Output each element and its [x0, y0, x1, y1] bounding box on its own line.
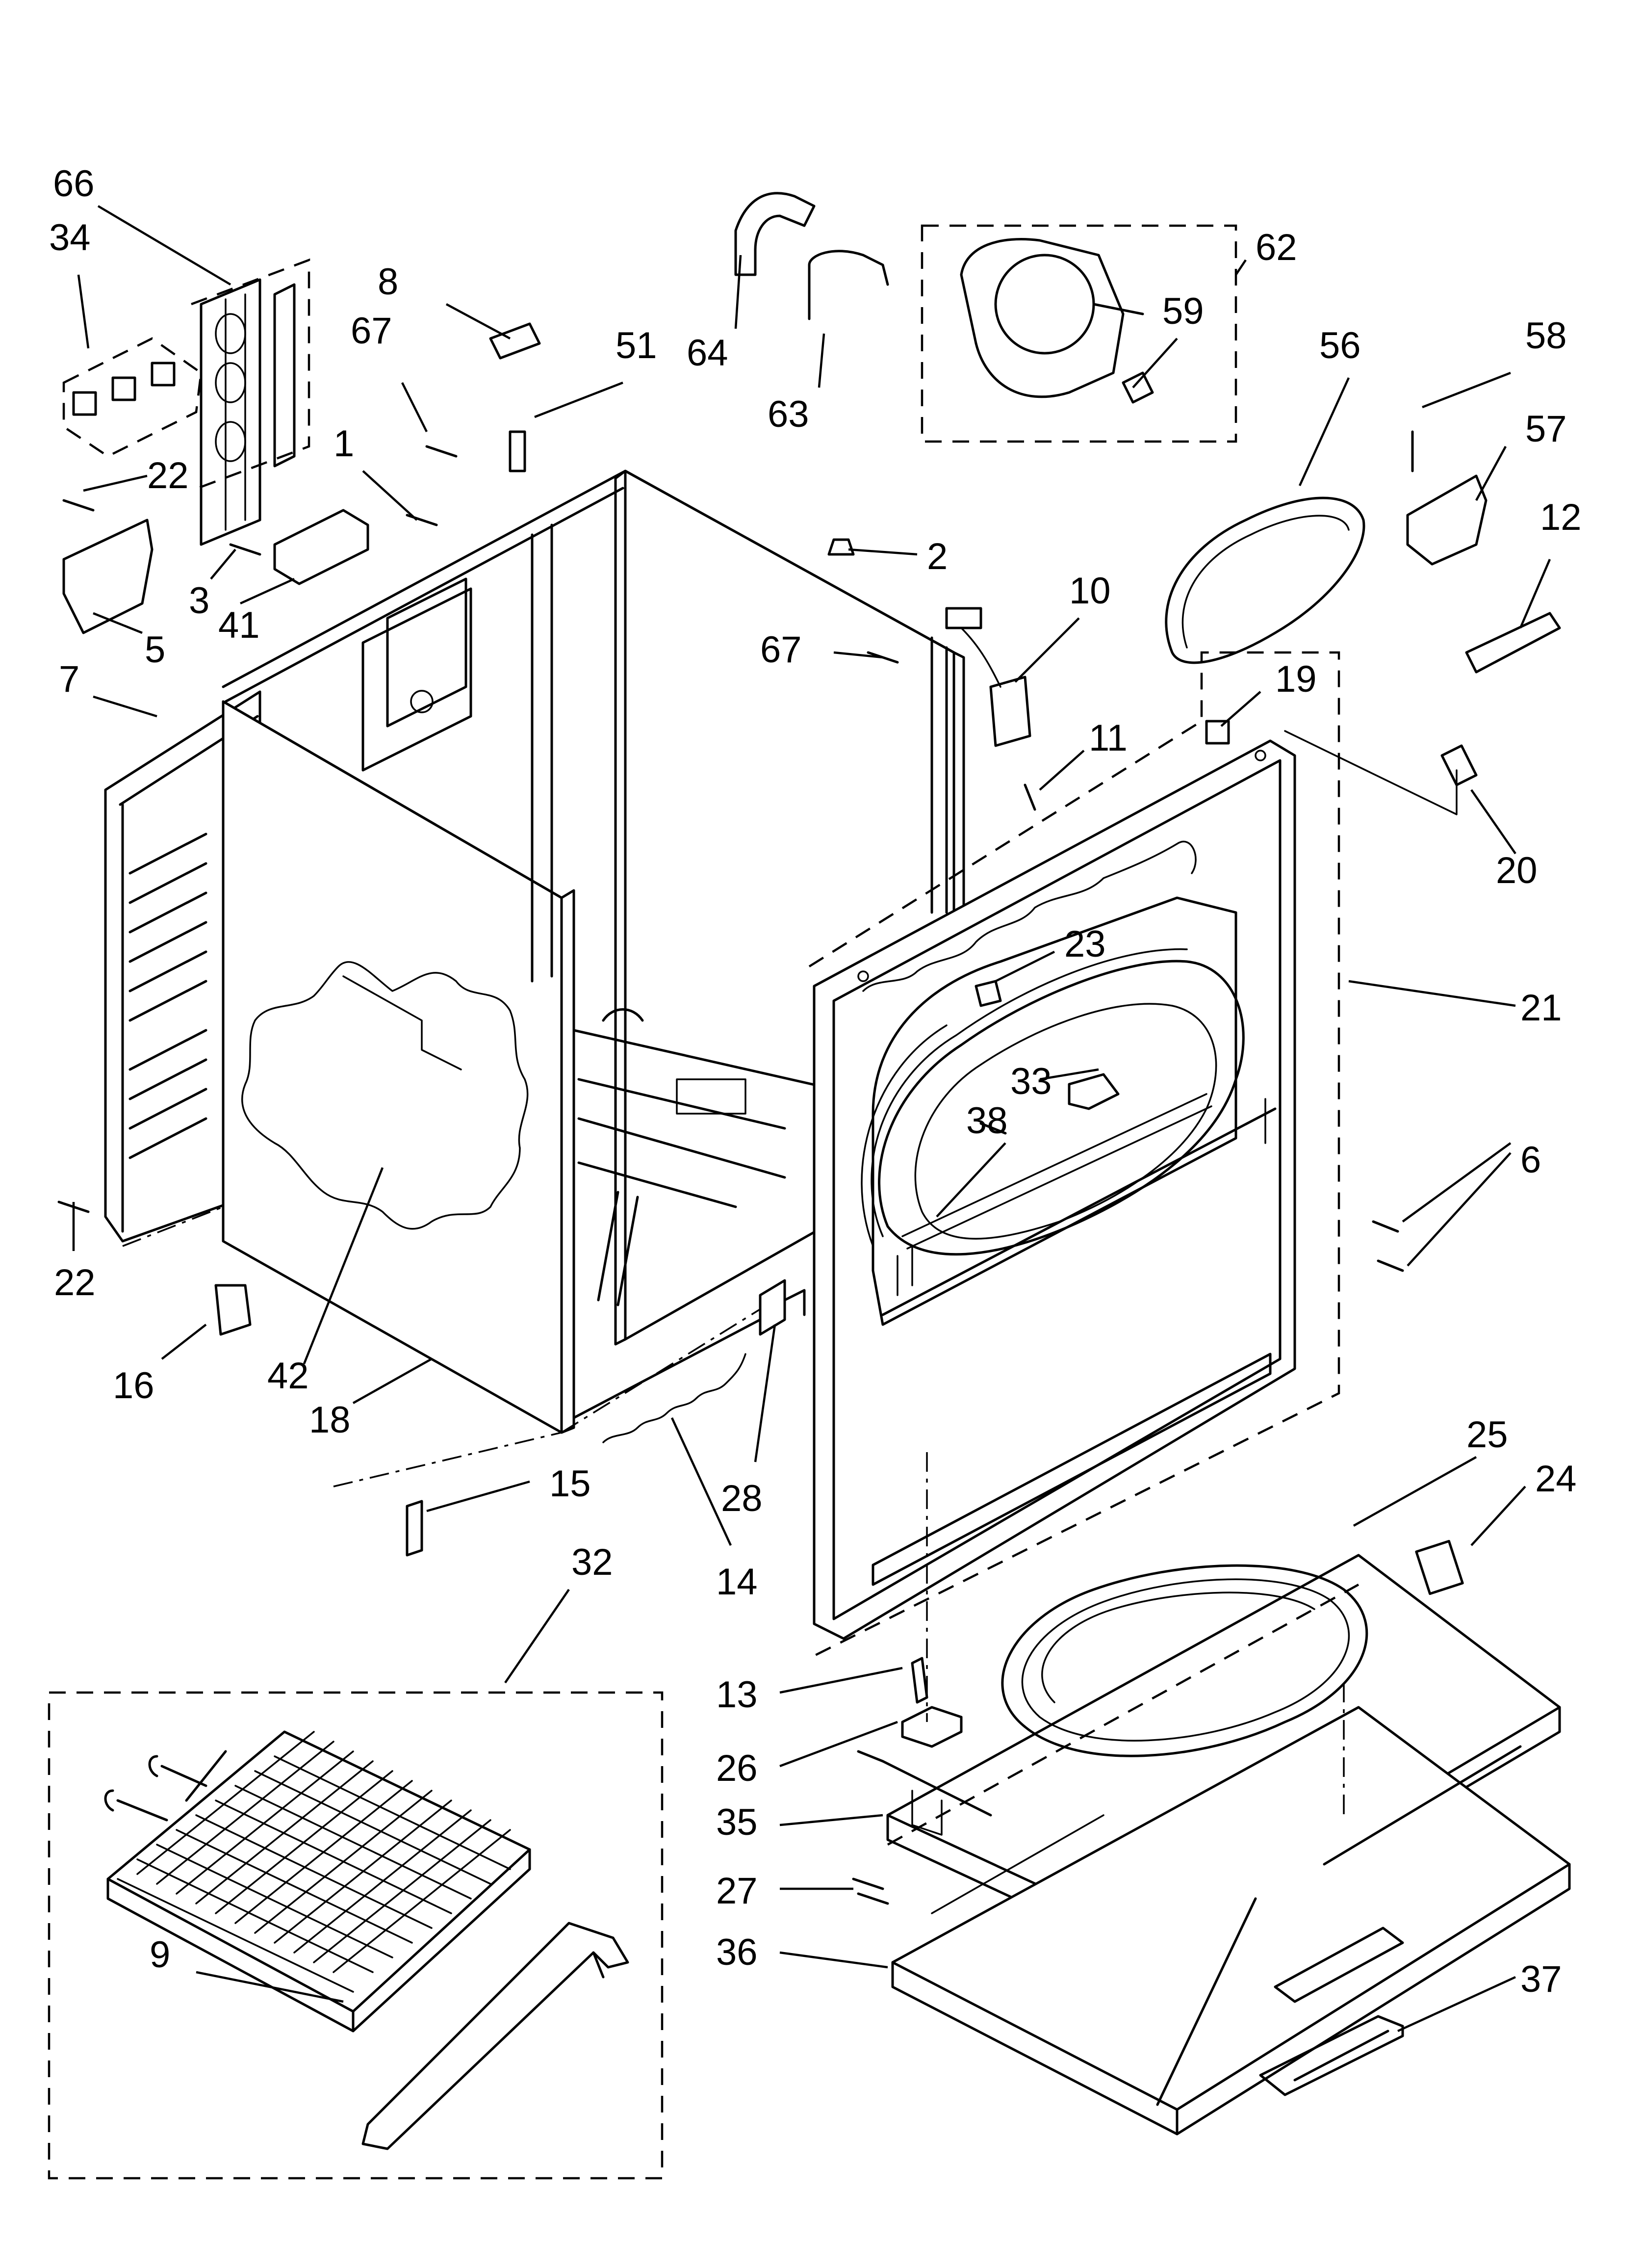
callout-51: 51: [616, 325, 657, 366]
callout-6: 6: [1520, 1139, 1541, 1181]
front-panel-assembly: [808, 651, 1340, 1660]
leader-lines: [72, 205, 1551, 2033]
callout-8: 8: [378, 261, 398, 303]
callout-23: 23: [1064, 923, 1106, 965]
callout-27: 27: [716, 1870, 758, 1912]
callout-67b: 67: [760, 629, 802, 671]
callout-19: 19: [1275, 658, 1317, 700]
callout-32: 32: [571, 1541, 613, 1583]
heater-assembly: [48, 1691, 664, 2180]
callout-57: 57: [1525, 408, 1567, 450]
callout-2: 2: [927, 536, 948, 577]
callout-13: 13: [716, 1674, 758, 1716]
callout-42: 42: [267, 1355, 309, 1397]
callout-62: 62: [1256, 227, 1297, 268]
callout-22: 22: [147, 455, 189, 496]
callout-labels: 66 34 8 67 51 64 63 62 59 56 58 57 12 22…: [49, 163, 1582, 2000]
callout-59: 59: [1162, 290, 1204, 332]
callout-22b: 22: [54, 1262, 96, 1303]
callout-18: 18: [309, 1399, 351, 1441]
callout-7: 7: [59, 658, 79, 700]
callout-14: 14: [716, 1561, 758, 1603]
callout-67: 67: [351, 310, 392, 352]
callout-3: 3: [189, 580, 209, 622]
callout-25: 25: [1466, 1414, 1508, 1456]
callout-15: 15: [549, 1463, 591, 1505]
callout-41: 41: [218, 604, 260, 646]
callout-28: 28: [721, 1478, 763, 1519]
callout-33: 33: [1010, 1061, 1052, 1102]
callout-56: 56: [1319, 325, 1361, 366]
callout-63: 63: [768, 393, 809, 435]
callout-37: 37: [1520, 1958, 1562, 2000]
callout-34: 34: [49, 217, 91, 259]
callout-35: 35: [716, 1801, 758, 1843]
callout-9: 9: [150, 1934, 170, 1976]
callout-38: 38: [966, 1100, 1008, 1142]
callout-12: 12: [1540, 496, 1582, 538]
callout-26: 26: [716, 1747, 758, 1789]
callout-66: 66: [53, 163, 95, 205]
callout-20: 20: [1496, 850, 1538, 891]
callout-11: 11: [1089, 717, 1128, 759]
callout-10: 10: [1069, 570, 1111, 612]
base-assembly: [881, 1452, 1571, 2136]
callout-58: 58: [1525, 315, 1567, 357]
small-parts: [57, 192, 1561, 1905]
cabinet-assembly: [104, 469, 965, 1487]
callout-36: 36: [716, 1931, 758, 1973]
callout-16: 16: [113, 1365, 154, 1407]
callout-5: 5: [145, 629, 165, 671]
callout-24: 24: [1535, 1458, 1577, 1500]
callout-1: 1: [334, 423, 354, 465]
callout-21: 21: [1520, 987, 1562, 1029]
callout-64: 64: [687, 332, 728, 374]
